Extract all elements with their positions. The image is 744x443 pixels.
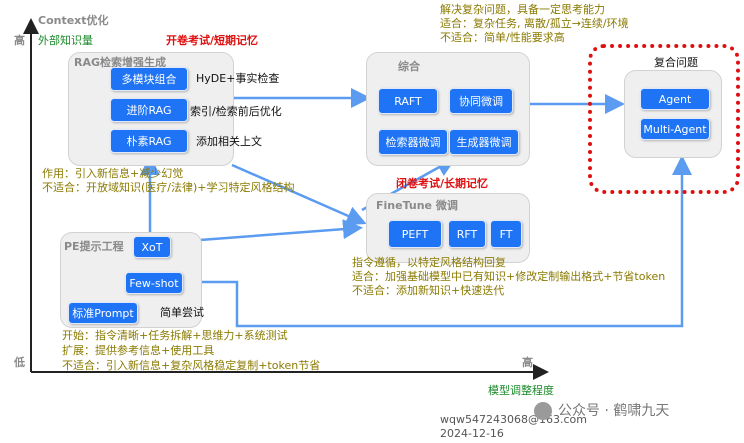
- watermark-date: 2024-12-16: [440, 427, 504, 440]
- complex-group: [624, 70, 722, 158]
- peft-button[interactable]: PEFT: [388, 220, 442, 248]
- closed-book-label: 闭卷考试/长期记忆: [396, 177, 489, 190]
- rft-button[interactable]: RFT: [448, 220, 486, 248]
- multi-agent-button[interactable]: Multi-Agent: [640, 118, 710, 140]
- arrow-pe-finetune: [199, 219, 363, 242]
- rag-group-title: RAG检索增强生成: [74, 56, 167, 69]
- wechat-icon: [534, 402, 552, 420]
- arrow-rag-finetune: [231, 163, 367, 226]
- complex-note-line-2: 适合：复杂任务, 离散/孤立→连续/环境: [440, 17, 629, 30]
- hyde-label: HyDE+事实检查: [196, 72, 280, 85]
- finetune-group-title: FineTune 微调: [376, 199, 458, 212]
- open-book-label: 开卷考试/短期记忆: [166, 34, 259, 47]
- external-knowledge-label: 外部知识量: [38, 34, 93, 47]
- pe-note-line-2: 扩展：提供参考信息+使用工具: [62, 344, 215, 357]
- complex-note-line-3: 不适合：简单/性能要求高: [440, 31, 565, 44]
- x-axis-title: 模型调整程度: [488, 384, 554, 397]
- xot-button[interactable]: XoT: [133, 236, 171, 258]
- multi-module-button[interactable]: 多模块组合: [110, 67, 188, 91]
- pe-group-title: PE提示工程: [64, 240, 124, 253]
- rag-note-line-2: 不适合：开放域知识(医疗/法律)+学习特定风格结构: [42, 181, 295, 194]
- pe-note-line-1: 开始：指令清晰+任务拆解+思维力+系统测试: [62, 329, 288, 342]
- y-axis-low-label: 低: [14, 356, 25, 369]
- y-axis-title: Context优化: [38, 14, 109, 27]
- combined-group-title: 综合: [398, 60, 420, 73]
- index-optimize-label: 索引/检索前后优化: [190, 105, 282, 118]
- raft-button[interactable]: RAFT: [378, 88, 438, 114]
- x-axis-high-label: 高: [522, 356, 533, 369]
- ft-button[interactable]: FT: [490, 220, 522, 248]
- naive-rag-button[interactable]: 朴素RAG: [110, 129, 188, 153]
- few-shot-button[interactable]: Few-shot: [125, 272, 183, 294]
- complex-highlight-border: [588, 44, 740, 194]
- co-tuning-button[interactable]: 协同微调: [449, 88, 513, 114]
- finetune-note-line-2: 适合：加强基础模型中已有知识+修改定制输出格式+节省token: [352, 270, 666, 283]
- standard-prompt-button[interactable]: 标准Prompt: [68, 302, 138, 324]
- watermark-brand: 公众号 · 鹤啸九天: [558, 403, 670, 419]
- agent-button[interactable]: Agent: [640, 88, 710, 110]
- rag-note-line-1: 作用：引入新信息+减少幻觉: [42, 167, 184, 180]
- finetune-note-line-1: 指令遵循，以特定风格结构回复: [352, 256, 506, 269]
- finetune-note-line-3: 不适合：添加新知识+快速迭代: [352, 284, 505, 297]
- complex-note-line-1: 解决复杂问题，具备一定思考能力: [440, 3, 605, 16]
- complex-group-title: 复合问题: [654, 56, 698, 69]
- advanced-rag-button[interactable]: 进阶RAG: [110, 98, 188, 122]
- retriever-tuning-button[interactable]: 检索器微调: [378, 129, 448, 155]
- y-axis-high-label: 高: [14, 34, 25, 47]
- generator-tuning-button[interactable]: 生成器微调: [449, 129, 519, 155]
- arrow-fewshot-complex: [182, 155, 692, 328]
- pe-note-line-3: 不适合：引入新信息+复杂风格稳定复制+token节省: [62, 359, 321, 372]
- add-context-label: 添加相关上文: [196, 135, 262, 148]
- simple-try-label: 简单尝试: [160, 306, 204, 319]
